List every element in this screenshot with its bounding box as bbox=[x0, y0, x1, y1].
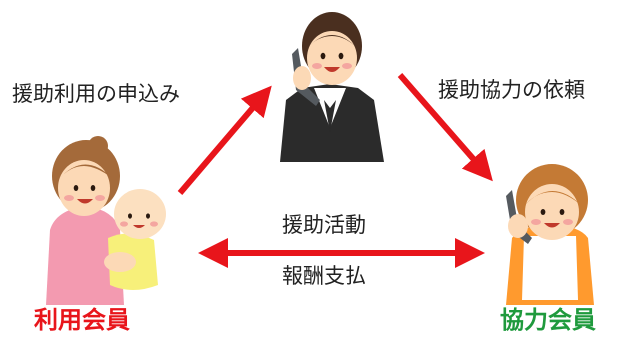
commission-arrow bbox=[397, 73, 493, 182]
request-arrow bbox=[177, 85, 272, 195]
payment-label: 報酬支払 bbox=[282, 264, 366, 288]
request-label: 援助利用の申込み bbox=[12, 82, 180, 106]
businesswoman-on-phone-icon bbox=[280, 12, 384, 162]
commission-label: 援助協力の依頼 bbox=[438, 78, 585, 102]
activity-label: 援助活動 bbox=[282, 213, 366, 237]
woman-on-phone-icon bbox=[506, 164, 594, 305]
user-member-label: 利用会員 bbox=[34, 306, 130, 334]
cooperating-member-label: 協力会員 bbox=[500, 306, 596, 334]
mother-holding-baby-icon bbox=[46, 136, 166, 305]
